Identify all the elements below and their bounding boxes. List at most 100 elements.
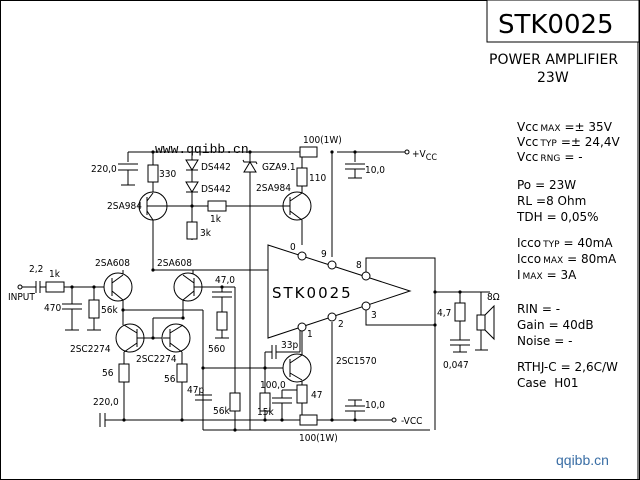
description: POWER AMPLIFIER [489,52,618,68]
label-input: INPUT [8,292,35,303]
label-c-470: 470 [44,303,61,314]
component-labels: 2,2 1k INPUT 470 56k 2SA608 2SA608 2SC22… [8,135,500,444]
label-2sc2274-a: 2SC2274 [70,344,111,355]
spec-row: Gain= 40dB [517,318,594,332]
label-2sa608-a: 2SA608 [95,258,130,269]
resistor-15k [259,392,271,412]
pin-0 [297,251,307,261]
speaker-icon [476,304,495,341]
label-2sa608-b: 2SA608 [157,258,192,269]
label-vcc-minus: -VCC [401,416,422,427]
spec-row: RTHJ-C= 2,6C/W [517,360,618,374]
resistor-1k-input [45,281,65,293]
diode-ds442-b [185,181,199,193]
pin-8 [361,271,371,281]
pin-3-label: 3 [371,310,377,321]
spec-row: RL=8 Ohm [517,194,586,208]
label-c-10-bottom: 10,0 [365,400,385,411]
resistor-560 [216,311,228,331]
zener-gza9-1 [243,161,257,173]
resistor-100-bottom [299,414,318,426]
spec-row: Noise= - [517,334,573,348]
label-gza9-1: GZA9.1 [262,162,296,173]
label-c-47p: 47p [187,385,204,396]
spec-row: Po= 23W [517,178,576,192]
label-r-1k-bias: 1k [210,214,222,225]
label-r-56k-in: 56k [101,305,118,316]
pin-9-label: 9 [321,249,327,260]
label-r-4-7: 4,7 [437,308,451,319]
transistor-2sa608-a [103,272,133,302]
resistor-100-top [299,146,318,158]
resistor-56-b [176,363,188,383]
label-r-330: 330 [159,169,176,180]
pin-2 [327,312,337,322]
label-c-220-top: 220,0 [91,164,117,175]
label-vcc-plus: +VCC [412,149,437,163]
label-c-100: 100,0 [260,380,286,391]
label-c-10-top: 10,0 [365,165,385,176]
label-c-33p: 33p [281,340,298,351]
resistor-330 [147,164,159,183]
label-r-110: 110 [309,173,326,184]
resistor-3k [186,221,198,240]
pin-1 [297,322,307,332]
resistor-110 [296,167,308,187]
label-c-220-bottom: 220,0 [93,397,119,408]
spec-row: TDH= 0,05% [516,210,599,224]
title-box [486,0,640,43]
label-ds442-a: DS442 [201,162,231,173]
resistor-47 [296,384,308,404]
spec-row: Case H01 [517,376,578,390]
label-c-47: 47,0 [215,275,235,286]
pin-9 [327,260,337,270]
resistors [45,146,466,426]
label-r-100-bottom: 100(1W) [299,433,338,444]
spec-row: RIN= - [517,302,560,316]
label-speaker: 8Ω [487,292,500,303]
label-r-560: 560 [208,344,225,355]
diode-ds442-a [185,159,199,171]
resistor-56k-input [88,299,100,319]
label-2sc2274-b: 2SC2274 [136,354,177,365]
label-r-56k-fb: 56k [213,406,230,417]
resistor-4-7 [454,302,466,322]
diodes [185,159,258,193]
label-2sa984-b: 2SA984 [256,183,291,194]
ic-stk0025: STK0025 0 9 8 3 2 1 [267,242,412,340]
part-title: STK0025 [498,10,614,40]
wires [17,149,490,431]
pin-0-label: 0 [290,242,296,253]
pin-1-label: 1 [307,329,313,340]
transistor-2sc2274-b [161,323,191,353]
resistor-56-a [118,363,130,383]
label-r-input: 1k [49,269,61,280]
transistors [103,191,312,383]
label-r-56-b: 56 [164,374,176,385]
label-r-47: 47 [311,390,322,401]
label-r-3k: 3k [200,228,212,239]
label-2sa984-a: 2SA984 [107,201,142,212]
resistor-56k-fb [229,392,241,412]
label-r-100-top: 100(1W) [303,135,342,146]
power-rating: 23W [537,70,569,86]
watermark: www.qqibb.cn [155,142,249,157]
ic-label: STK0025 [272,284,353,302]
label-r-56-a: 56 [102,368,114,379]
resistor-1k-bias [207,200,227,212]
label-ds442-b: DS442 [201,184,231,195]
label-2sc1570: 2SC1570 [336,356,377,367]
pin-2-label: 2 [338,319,344,330]
pin-3 [361,301,371,311]
label-c-0-047: 0,047 [443,360,469,371]
label-r-15k: 15k [257,407,274,418]
site-logo: qqibb.cn [556,452,609,468]
